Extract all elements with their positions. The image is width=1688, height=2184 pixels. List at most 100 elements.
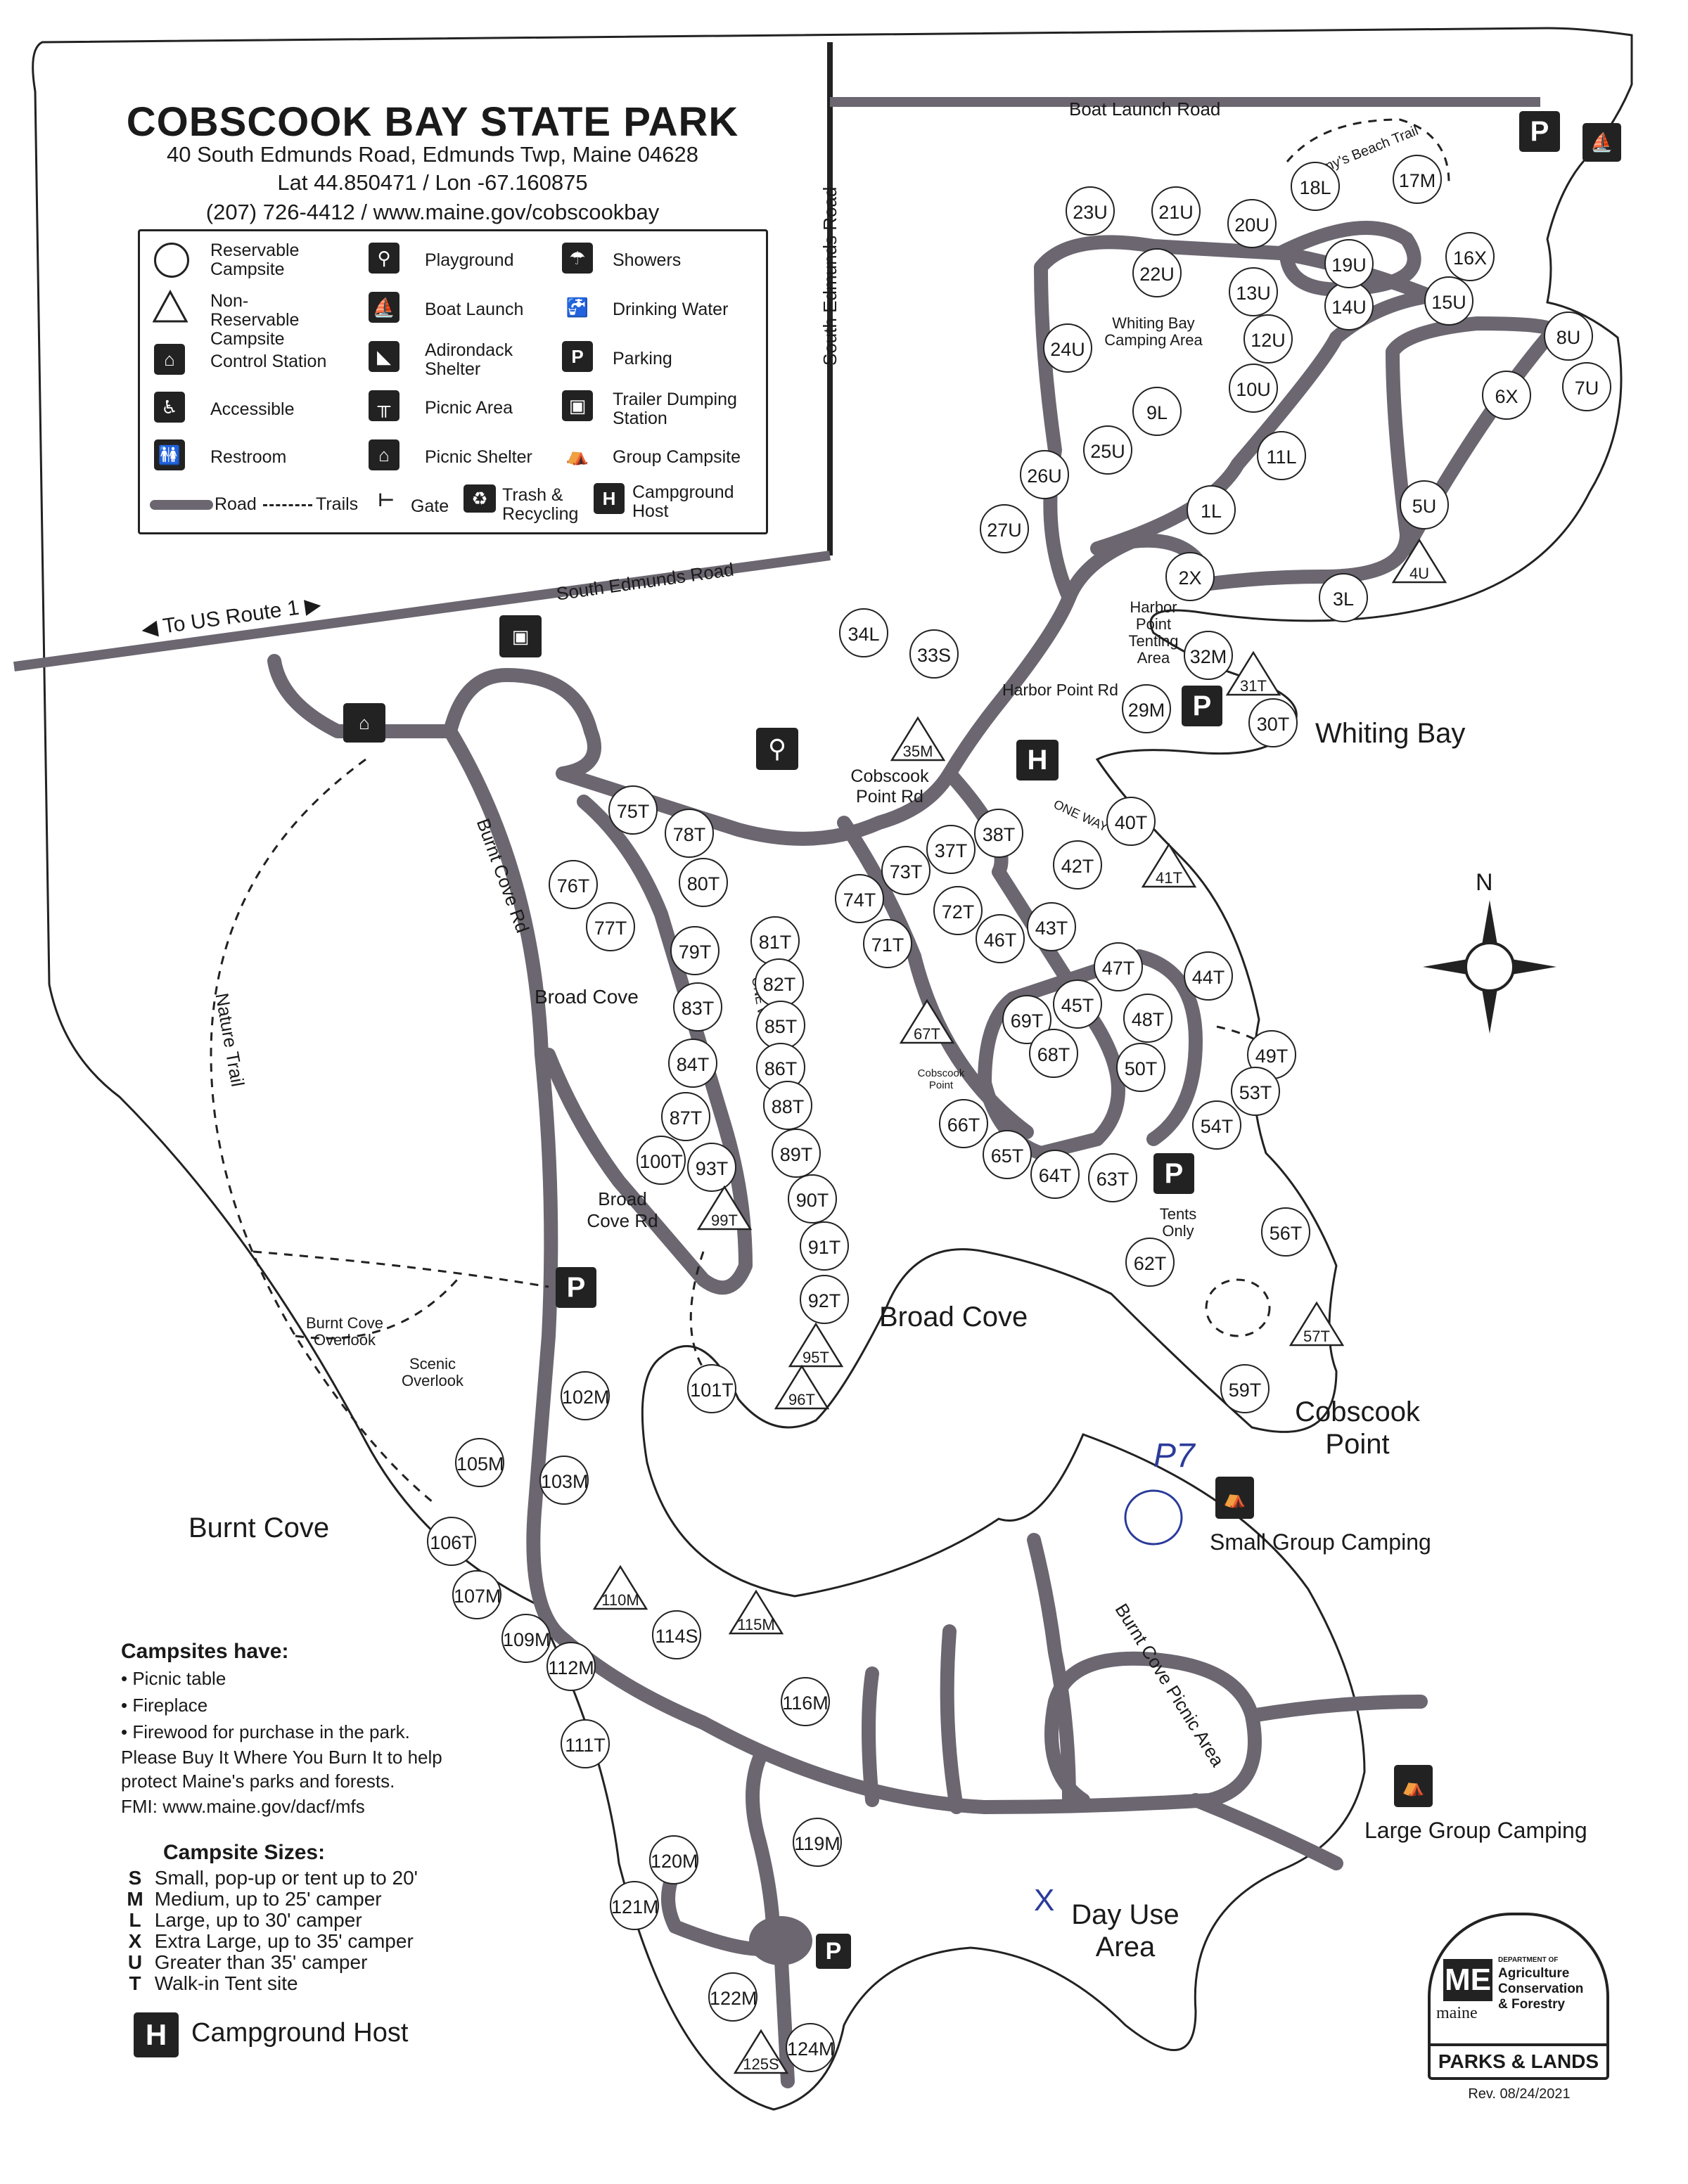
campsite-17M: 17M (1393, 155, 1442, 204)
parks-lands-logo: ME maine DEPARTMENT OF Agriculture Conse… (1428, 1913, 1609, 2080)
legend-restroom: Restroom (210, 447, 287, 467)
triangle-label: 57T (1303, 1328, 1330, 1345)
campsite-103M: 103M (539, 1456, 589, 1505)
nonreservable-site-110M: 110M (592, 1565, 648, 1611)
size-row: M Medium, up to 25' camper (121, 1889, 557, 1910)
size-row: T Walk-in Tent site (121, 1973, 557, 1994)
drinking-water-icon: 🚰 (562, 292, 593, 323)
road-swatch (150, 500, 213, 510)
campsite-87T: 87T (661, 1092, 710, 1141)
campsite-26U: 26U (1020, 450, 1069, 499)
handwritten-circle (1124, 1489, 1183, 1546)
campsite-119M: 119M (793, 1818, 842, 1867)
north-label: N (1476, 869, 1493, 896)
playground-icon: ⚲ (369, 243, 399, 274)
legend-host: Campground Host (632, 482, 734, 521)
campsite-42T: 42T (1053, 840, 1102, 889)
coastline (32, 27, 1633, 2111)
campsite-89T: 89T (772, 1129, 821, 1178)
logo-parks-lands: PARKS & LANDS (1431, 2043, 1606, 2077)
burnt-cove-overlook-label: Burnt Cove Overlook (305, 1314, 384, 1349)
campsite-53T: 53T (1231, 1067, 1280, 1116)
broad-cove-water-label: Broad Cove (879, 1302, 1028, 1332)
size-value: Walk-in Tent site (154, 1972, 298, 1994)
campsite-72T: 72T (933, 886, 983, 935)
legend-group: Group Campsite (613, 447, 741, 467)
campsite-91T: 91T (800, 1221, 849, 1271)
size-value: Large, up to 30' camper (154, 1909, 362, 1931)
triangle-label: 67T (914, 1025, 940, 1043)
picnic-area-icon: ╥ (369, 390, 399, 421)
size-value: Extra Large, up to 35' camper (154, 1930, 414, 1952)
boat-launch-road-label: Boat Launch Road (1069, 98, 1221, 120)
triangle-icon (788, 1322, 844, 1368)
campsite-34L: 34L (839, 608, 888, 657)
logo-l1: Agriculture (1498, 1966, 1570, 1981)
size-value: Greater than 35' camper (154, 1951, 368, 1973)
campsite-46T: 46T (976, 914, 1025, 963)
legend-trailer: Trailer Dumping Station (613, 390, 737, 428)
campsite-81T: 81T (750, 916, 800, 965)
logo-dept: DEPARTMENT OF (1498, 1956, 1559, 1964)
campsite-74T: 74T (835, 874, 884, 923)
size-key: M (127, 1888, 143, 1910)
campsite-92T: 92T (800, 1275, 849, 1324)
campsite-sizes: Campsite Sizes: S Small, pop-up or tent … (121, 1842, 557, 1994)
showers-icon: ☂ (562, 243, 593, 274)
cobscook-point-rd-label: Cobscook Point Rd (850, 766, 929, 807)
campsite-47T: 47T (1094, 942, 1143, 991)
campsite-15U: 15U (1424, 276, 1473, 326)
legend-picnic-shelter: Picnic Shelter (425, 447, 532, 467)
campsite-50T: 50T (1116, 1043, 1165, 1092)
harbor-tenting-area-label: Harbor Point Tenting Area (1128, 598, 1179, 667)
boat-launch-icon: ⛵ (369, 292, 399, 323)
legend-reservable: Reservable Campsite (210, 240, 300, 279)
triangle-label: 125S (743, 2055, 779, 2073)
triangle-icon (899, 998, 955, 1044)
legend-water: Drinking Water (613, 300, 729, 319)
restroom-icon: 🚻 (154, 439, 185, 470)
campground-host-icon: H (134, 2012, 179, 2057)
legend-trails: Trails (316, 494, 359, 514)
trash-recycling-icon: ♻ (463, 484, 496, 513)
campsite-62T: 62T (1125, 1238, 1175, 1287)
campsite-19U: 19U (1324, 239, 1374, 288)
maine-me-mark: ME (1443, 1959, 1492, 2001)
group-campsite-icon: ⛺ (562, 439, 593, 470)
triangle-icon (774, 1364, 830, 1410)
nonreservable-site-99T: 99T (696, 1185, 753, 1231)
campsite-11L: 11L (1257, 431, 1306, 480)
parking-icon: P (556, 1267, 596, 1308)
notes-firewood: Please Buy It Where You Burn It to help … (121, 1747, 442, 1792)
park-title: COBSCOOK BAY STATE PARK (126, 99, 739, 145)
nonreservable-site-115M: 115M (728, 1589, 784, 1636)
campsite-114S: 114S (652, 1610, 701, 1659)
legend-trash: Trash & Recycling (502, 485, 579, 524)
whiting-bay-label: Whiting Bay (1315, 718, 1466, 749)
legend-nonreservable: Non-Reservable Campsite (210, 291, 300, 349)
campsite-64T: 64T (1030, 1150, 1080, 1199)
campsite-43T: 43T (1027, 902, 1076, 951)
campsite-44T: 44T (1184, 951, 1233, 1001)
compass-rose (1423, 900, 1556, 1034)
campsite-29M: 29M (1122, 684, 1171, 733)
parking-icon: P (816, 1934, 851, 1969)
campsite-78T: 78T (665, 809, 714, 858)
size-value: Small, pop-up or tent up to 20' (154, 1867, 418, 1889)
campsite-54T: 54T (1192, 1100, 1241, 1150)
size-row: X Extra Large, up to 35' camper (121, 1931, 557, 1952)
campsite-116M: 116M (781, 1677, 830, 1726)
picnic-shelter-icon: ⌂ (369, 439, 399, 470)
campsite-10U: 10U (1229, 364, 1278, 413)
notes-item: • Firewood for purchase in the park. (121, 1721, 410, 1742)
legend-accessible: Accessible (210, 399, 295, 419)
triangle-icon (1225, 650, 1281, 696)
campsite-30T: 30T (1248, 698, 1298, 747)
campsite-93T: 93T (687, 1143, 736, 1192)
legend-control: Control Station (210, 352, 327, 371)
adirondack-shelter-icon: ◣ (369, 341, 399, 372)
size-row: S Small, pop-up or tent up to 20' (121, 1868, 557, 1889)
campsite-102M: 102M (561, 1371, 610, 1420)
campsite-13U: 13U (1229, 267, 1278, 316)
legend-boat-launch: Boat Launch (425, 300, 524, 319)
